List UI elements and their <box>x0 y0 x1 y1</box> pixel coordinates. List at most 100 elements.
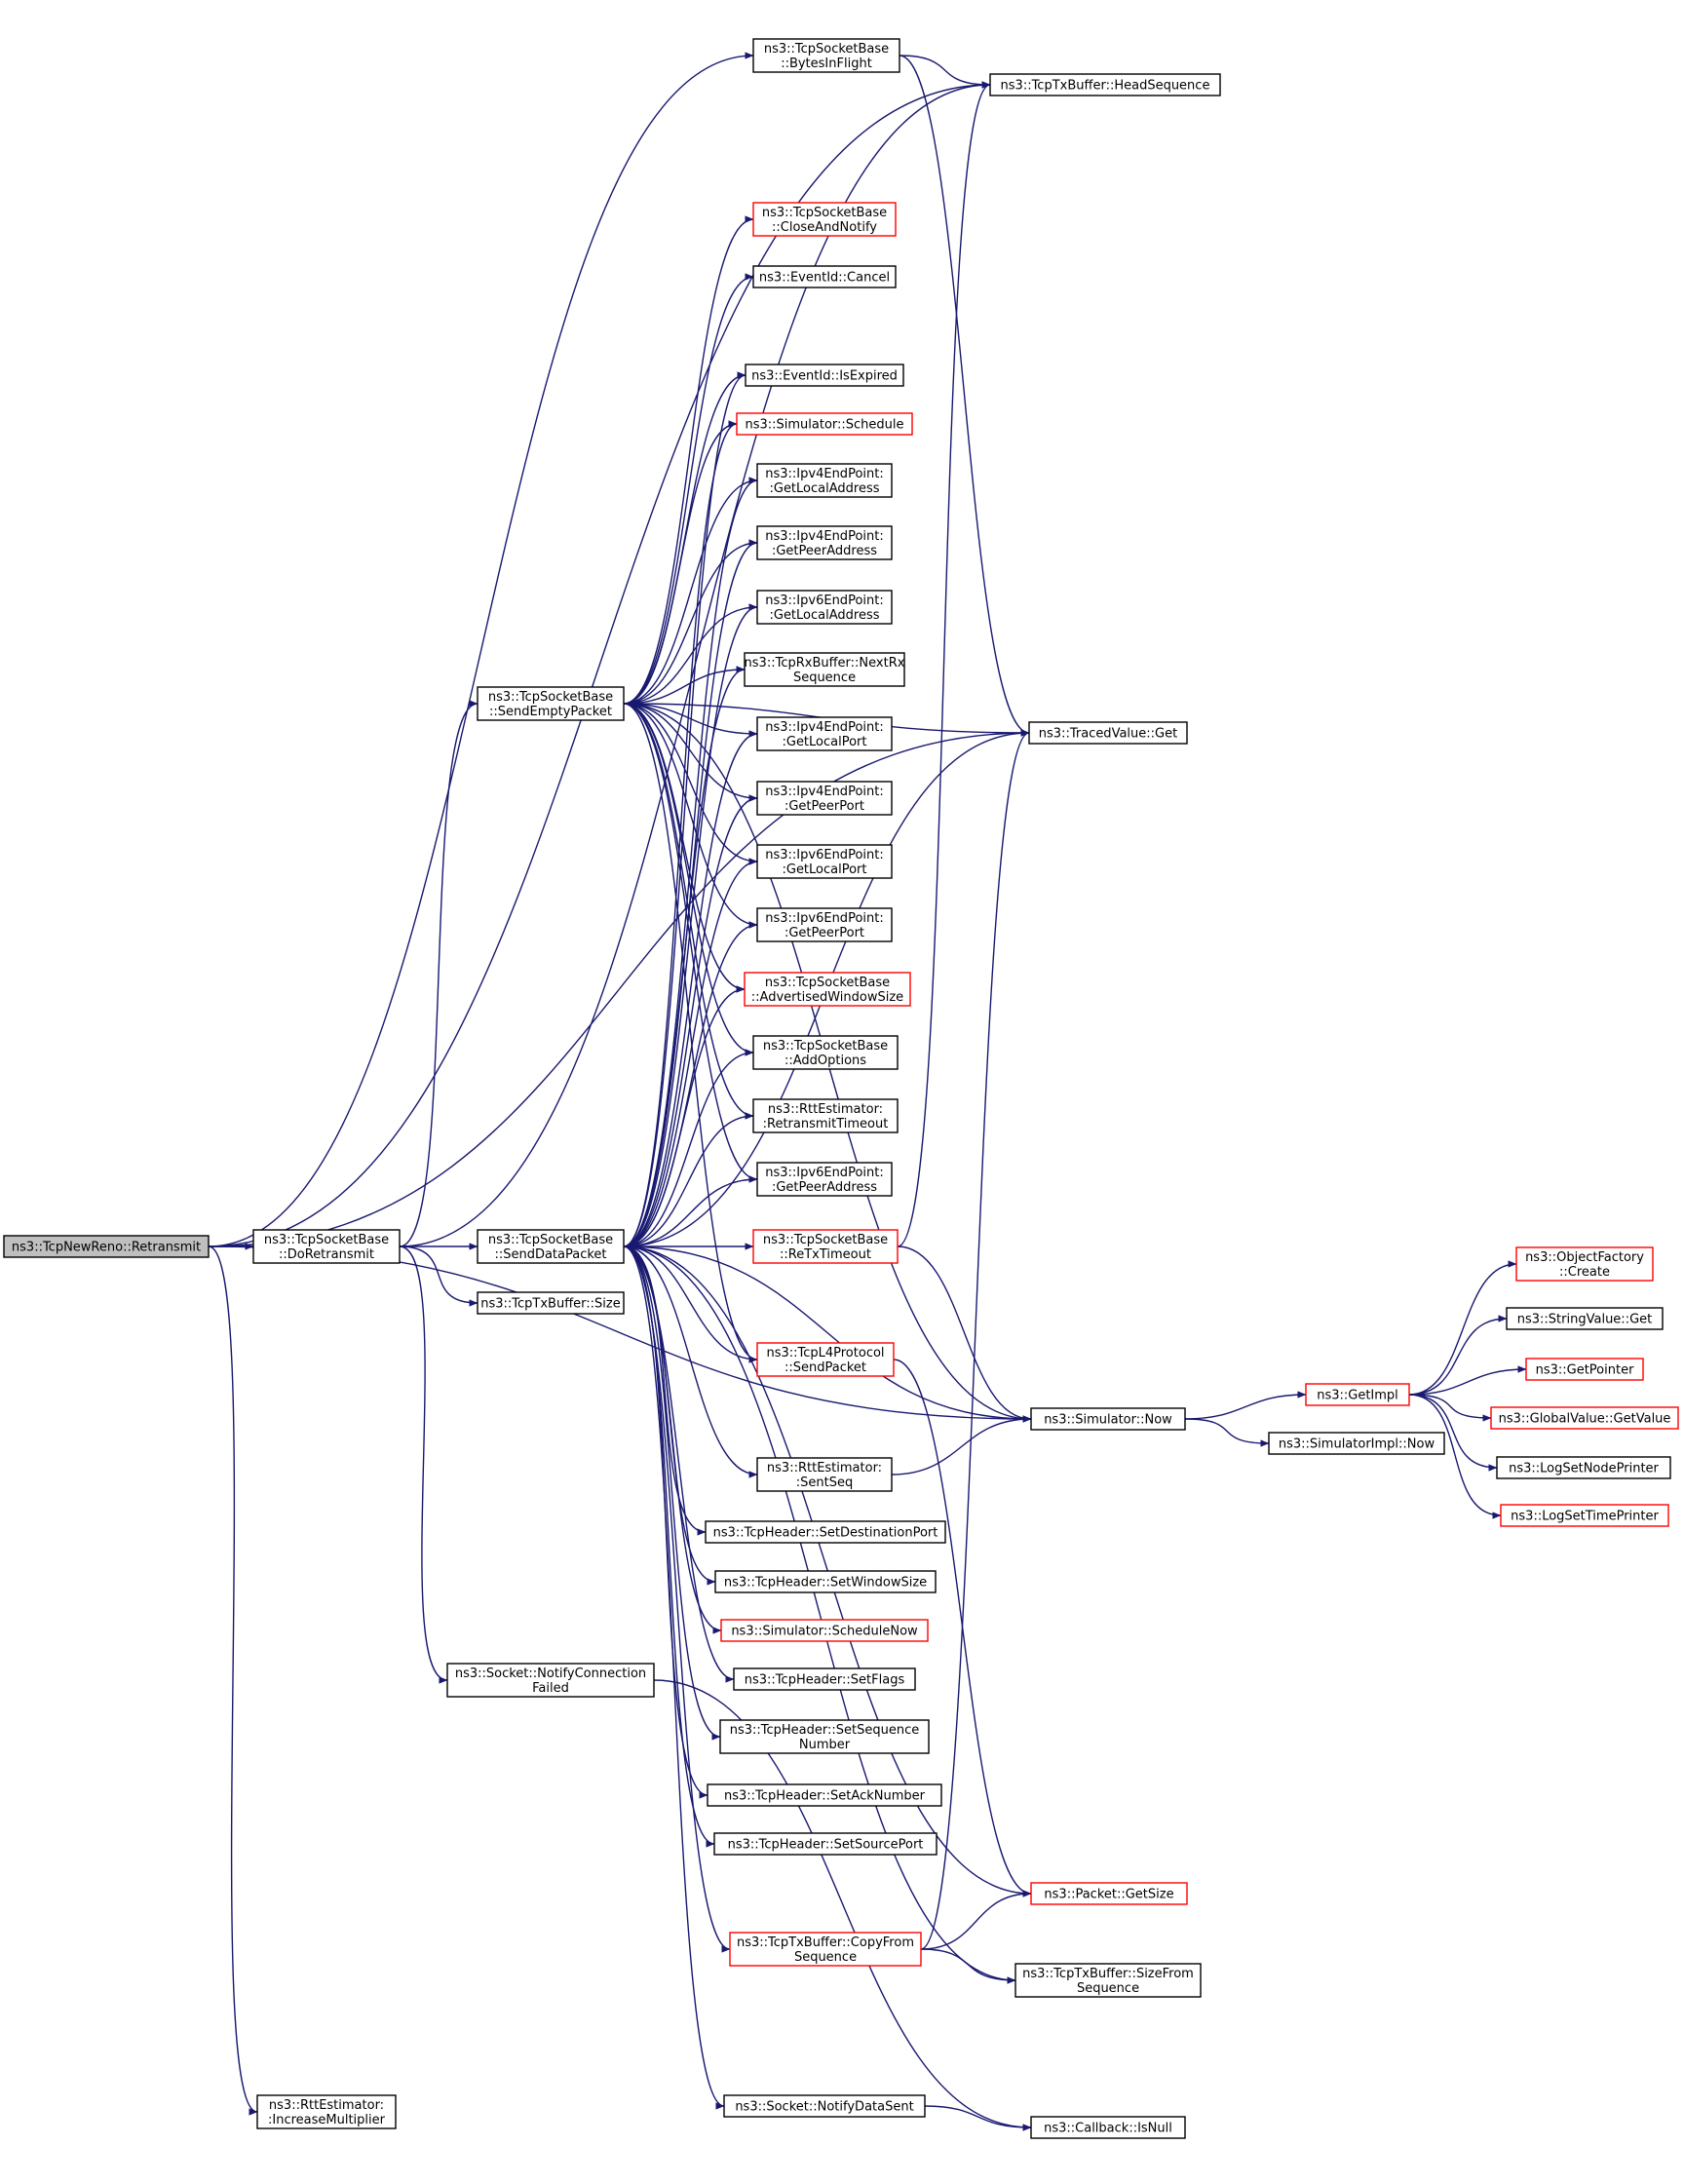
node-label-line: ns3::RttEstimator: <box>768 1102 883 1117</box>
node-packet-get-size[interactable]: ns3::Packet::GetSize <box>1030 1882 1188 1905</box>
node-box <box>756 781 893 816</box>
node-l4-send-packet[interactable]: ns3::TcpL4Protocol::SendPacket <box>756 1342 895 1377</box>
node-ipv4-get-peer-port[interactable]: ns3::Ipv4EndPoint::GetPeerPort <box>756 781 893 816</box>
node-log-set-time-printer[interactable]: ns3::LogSetTimePrinter <box>1500 1504 1669 1527</box>
edge-simulator-now-to-simulator-impl-now <box>1184 1418 1270 1447</box>
node-set-window-size[interactable]: ns3::TcpHeader::SetWindowSize <box>714 1570 937 1593</box>
edge-send-data-packet-to-ipv6-get-local-port <box>623 858 758 1247</box>
edge-send-empty-packet-to-ipv4-get-peer-address <box>623 539 758 705</box>
edge-send-empty-packet-to-advertised-window-size <box>623 703 746 993</box>
node-string-value-get[interactable]: ns3::StringValue::Get <box>1506 1307 1664 1330</box>
node-close-and-notify[interactable]: ns3::TcpSocketBase::CloseAndNotify <box>752 202 897 237</box>
edge-send-empty-packet-to-l4-send-packet <box>623 703 758 1363</box>
edge-retransmit-to-increase-multiplier <box>208 1245 258 2116</box>
node-set-flags[interactable]: ns3::TcpHeader::SetFlags <box>733 1667 916 1691</box>
node-bytes-in-flight[interactable]: ns3::TcpSocketBase::BytesInFlight <box>752 38 900 73</box>
edge-retransmit-to-bytes-in-flight <box>208 52 754 1247</box>
node-label-line: ns3::GetPointer <box>1536 1363 1634 1378</box>
node-do-retransmit[interactable]: ns3::TcpSocketBase::DoRetransmit <box>252 1229 401 1264</box>
edge-send-data-packet-to-ipv4-get-local-address <box>623 477 758 1247</box>
node-increase-multiplier[interactable]: ns3::RttEstimator::IncreaseMultiplier <box>256 2094 397 2129</box>
node-set-destination-port[interactable]: ns3::TcpHeader::SetDestinationPort <box>705 1520 946 1544</box>
node-traced-value-get[interactable]: ns3::TracedValue::Get <box>1028 721 1188 745</box>
node-label-line: Number <box>799 1738 851 1752</box>
node-label-line: :SentSeq <box>796 1475 853 1490</box>
node-label-line: ns3::Ipv6EndPoint: <box>765 911 883 926</box>
node-box <box>756 525 893 560</box>
node-label-line: ns3::Ipv6EndPoint: <box>765 848 883 862</box>
node-box <box>752 265 897 288</box>
node-is-expired[interactable]: ns3::EventId::IsExpired <box>745 364 904 387</box>
node-get-impl[interactable]: ns3::GetImpl <box>1305 1383 1410 1406</box>
node-ipv6-get-local-port[interactable]: ns3::Ipv6EndPoint::GetLocalPort <box>756 844 893 879</box>
edge-do-retransmit-to-send-empty-packet <box>399 700 478 1247</box>
node-ipv6-get-peer-port[interactable]: ns3::Ipv6EndPoint::GetPeerPort <box>756 907 893 942</box>
node-schedule[interactable]: ns3::Simulator::Schedule <box>736 412 913 436</box>
node-label-line: ::DoRetransmit <box>279 1247 374 1262</box>
node-global-value-get-value[interactable]: ns3::GlobalValue::GetValue <box>1490 1406 1679 1430</box>
node-box <box>752 1229 899 1264</box>
node-tx-buffer-size[interactable]: ns3::TcpTxBuffer::Size <box>477 1291 625 1315</box>
node-box <box>477 1291 625 1315</box>
node-box <box>723 2094 926 2118</box>
edge-re-tx-timeout-to-simulator-now <box>897 1245 1032 1423</box>
node-label-line: :GetPeerPort <box>785 799 864 814</box>
node-object-factory-create[interactable]: ns3::ObjectFactory::Create <box>1515 1246 1654 1282</box>
edge-send-data-packet-to-ipv4-get-peer-port <box>623 794 758 1247</box>
node-label-line: ns3::LogSetNodePrinter <box>1509 1462 1659 1476</box>
edge-retransmit-to-traced-value-get <box>208 729 1030 1247</box>
node-box <box>1496 1456 1671 1479</box>
node-retransmit[interactable]: ns3::TcpNewReno::Retransmit <box>3 1235 210 1258</box>
node-box <box>3 1235 210 1258</box>
node-ipv6-get-local-address[interactable]: ns3::Ipv6EndPoint::GetLocalAddress <box>756 590 893 625</box>
node-simulator-impl-now[interactable]: ns3::SimulatorImpl::Now <box>1268 1432 1445 1455</box>
node-box <box>729 1932 922 1967</box>
node-send-data-packet[interactable]: ns3::TcpSocketBase::SendDataPacket <box>477 1229 625 1264</box>
node-box <box>1525 1358 1644 1381</box>
edge-send-empty-packet-to-ipv6-get-local-port <box>623 703 758 865</box>
node-simulator-now[interactable]: ns3::Simulator::Now <box>1030 1407 1186 1431</box>
node-callback-is-null[interactable]: ns3::Callback::IsNull <box>1030 2116 1186 2139</box>
node-set-ack-number[interactable]: ns3::TcpHeader::SetAckNumber <box>707 1783 942 1807</box>
node-head-sequence[interactable]: ns3::TcpTxBuffer::HeadSequence <box>989 73 1221 96</box>
node-label-line: ns3::Ipv4EndPoint: <box>765 720 883 735</box>
node-sent-seq[interactable]: ns3::RttEstimator::SentSeq <box>756 1457 893 1492</box>
node-label-line: ns3::Simulator::Schedule <box>745 418 903 433</box>
node-ipv4-get-peer-address[interactable]: ns3::Ipv4EndPoint::GetPeerAddress <box>756 525 893 560</box>
edge-send-empty-packet-to-ipv4-get-local-address <box>623 477 758 705</box>
edge-re-tx-timeout-to-head-sequence <box>897 81 991 1247</box>
node-log-set-node-printer[interactable]: ns3::LogSetNodePrinter <box>1496 1456 1671 1479</box>
node-label-line: ::SendEmptyPacket <box>489 705 612 719</box>
node-ipv6-get-peer-address[interactable]: ns3::Ipv6EndPoint::GetPeerAddress <box>756 1162 893 1197</box>
node-set-source-port[interactable]: ns3::TcpHeader::SetSourcePort <box>713 1832 938 1856</box>
node-schedule-now[interactable]: ns3::Simulator::ScheduleNow <box>720 1619 929 1642</box>
node-label-line: ns3::RttEstimator: <box>269 2098 384 2113</box>
node-advertised-window-size[interactable]: ns3::TcpSocketBase::AdvertisedWindowSize <box>744 972 911 1007</box>
node-label-line: ns3::TcpSocketBase <box>763 1233 888 1247</box>
node-send-empty-packet[interactable]: ns3::TcpSocketBase::SendEmptyPacket <box>477 686 625 721</box>
node-label-line: :GetLocalPort <box>782 735 866 749</box>
node-label-line: Sequence <box>793 671 856 685</box>
node-event-cancel[interactable]: ns3::EventId::Cancel <box>752 265 897 288</box>
edge-send-empty-packet-to-ipv6-get-peer-address <box>623 703 758 1183</box>
edge-send-data-packet-to-schedule <box>623 420 738 1247</box>
node-label-line: ns3::TcpTxBuffer::CopyFrom <box>737 1935 914 1950</box>
node-ipv4-get-local-port[interactable]: ns3::Ipv4EndPoint::GetLocalPort <box>756 716 893 751</box>
node-retransmit-timeout[interactable]: ns3::RttEstimator::RetransmitTimeout <box>752 1098 899 1133</box>
node-box <box>744 972 911 1007</box>
call-edges <box>208 52 1527 2131</box>
edge-retransmit-to-simulator-now <box>208 1245 1032 1423</box>
node-ipv4-get-local-address[interactable]: ns3::Ipv4EndPoint::GetLocalAddress <box>756 463 893 498</box>
node-label-line: ns3::Ipv6EndPoint: <box>765 1166 883 1180</box>
node-add-options[interactable]: ns3::TcpSocketBase::AddOptions <box>752 1035 899 1070</box>
node-re-tx-timeout[interactable]: ns3::TcpSocketBase::ReTxTimeout <box>752 1229 899 1264</box>
node-get-pointer[interactable]: ns3::GetPointer <box>1525 1358 1644 1381</box>
node-box <box>1030 1882 1188 1905</box>
node-box <box>733 1667 916 1691</box>
node-notify-data-sent[interactable]: ns3::Socket::NotifyDataSent <box>723 2094 926 2118</box>
